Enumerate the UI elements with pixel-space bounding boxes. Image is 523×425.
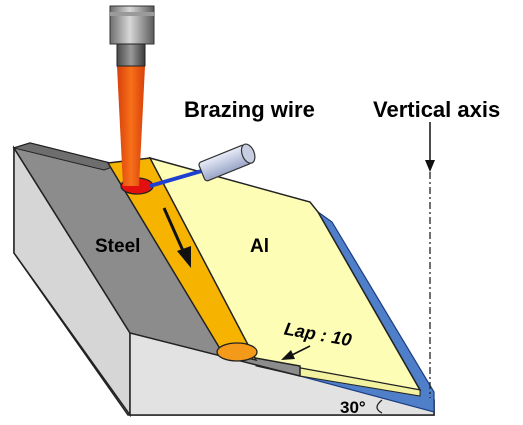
steel-label: Steel: [95, 236, 140, 257]
lap-arrow-line: [291, 345, 311, 356]
brazing-wire: [149, 143, 256, 188]
laser-head: [109, 5, 155, 67]
laser-head-nozzle: [116, 43, 146, 67]
laser-beam: [117, 66, 145, 186]
vertical-axis-arrowhead: [425, 160, 435, 172]
laser-head-body: [109, 5, 155, 45]
angle-arc: [376, 399, 383, 414]
welding-direction-arrow: [162, 207, 186, 254]
bead-end-cap: [216, 342, 258, 362]
al-label: Al: [250, 236, 269, 257]
welding-direction-arrowhead: [177, 246, 191, 268]
wire-filament: [149, 168, 206, 188]
vertical-axis-label: Vertical axis: [373, 97, 500, 122]
lap-arrowhead: [281, 350, 295, 360]
brazing-wire-label: Brazing wire: [184, 97, 315, 122]
wire-feeder-end: [240, 143, 256, 164]
laser-head-band: [110, 12, 154, 16]
angle-label: 30°: [340, 398, 366, 417]
